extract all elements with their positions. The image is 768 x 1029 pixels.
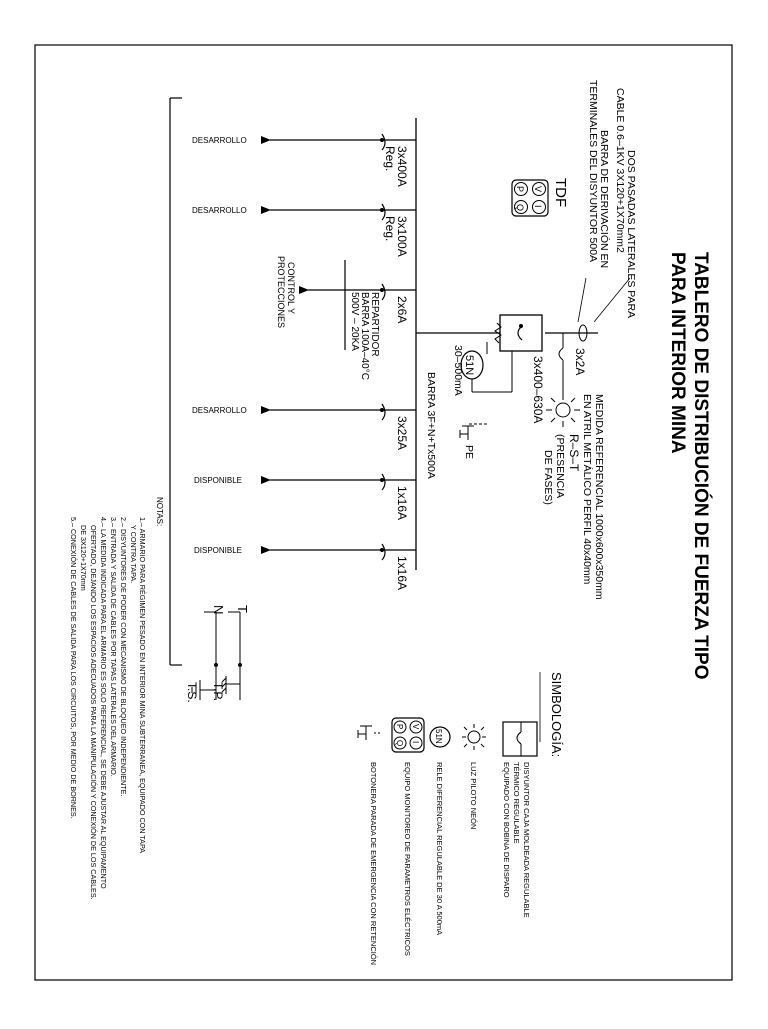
monitor-equipment-icon: V I P Q (511, 179, 549, 217)
repartidor-line3: 500V – 20KA (349, 292, 360, 351)
earth-tp-label: T.P. (211, 682, 225, 701)
circuit-3-breaker: 2x6A (395, 296, 409, 323)
pe-label: PE (463, 445, 475, 459)
circuit-2-label: DESARROLLO (192, 206, 247, 215)
emergency-stop-icon (459, 423, 487, 440)
earth-ts-label: T.S. (185, 682, 199, 703)
nota-4b: OFERTADO, DEJANDO LOS ESPACIOS ADECUADOS… (89, 525, 98, 900)
legend-breaker-line1: DISYUNTOR CAJA MOLDEADA REGULABLE (522, 762, 531, 918)
monitor-p: P (515, 186, 525, 192)
leader-cable (593, 277, 631, 323)
repartidor-line1: REPARTIDOR (369, 292, 380, 357)
title-line2: PARA INTERIOR MINA (667, 252, 688, 454)
nota-4c: DE 3X120+1X70mm (79, 525, 88, 591)
monitor-v: V (533, 186, 543, 192)
cable-line2: CABLE 0.6–1KV 3X120+1X70mm2 (614, 88, 626, 253)
leader-barra (577, 277, 587, 323)
rst-label: R–S–T (567, 434, 581, 472)
legend-monitor-text: EQUIPO MONITOREO DE PARAMETROS ELÉCTRICO… (403, 762, 412, 956)
barra-line2: TERMINALES DEL DISYUNTOR 500A (587, 80, 599, 262)
nota-4: 4.– LA MEDIDA INDICADA PARA EL ARMARIO E… (99, 517, 108, 889)
circuit-6-label: DISPONIBLE (194, 546, 242, 555)
relay-label: 51N (463, 355, 475, 375)
cable-gland-icon (578, 324, 588, 342)
notas-title: NOTAS: (155, 497, 164, 526)
sheet-border (34, 44, 733, 981)
nota-2: 2.– DISYUNTORES DE PODER CON MECANISMO D… (119, 517, 128, 796)
circuit-2-breaker: 3x100A (395, 216, 409, 257)
monitor-i: I (533, 205, 543, 208)
nota-1: 1.– ARMARIO PARA RÉGIMEN PESADO EN INTER… (138, 517, 147, 853)
pilot-breaker-label: 3x2A (573, 348, 587, 375)
circuit-3-label-line1: CONTROL Y (286, 262, 296, 314)
earth-n-label: N (211, 605, 226, 614)
legend-relay-symbol: 51N (434, 729, 443, 744)
medida-line1: MEDIDA REFERENCIAL 1000x600x350mm (593, 394, 605, 600)
main-breaker-label: 3x400–630A (531, 356, 545, 423)
circuit-6-breaker: 1x16A (395, 556, 409, 590)
legend-monitor-v: V (411, 724, 420, 730)
legend-monitor-q: Q (395, 740, 404, 746)
circuit-4 (261, 403, 416, 421)
earth-connections (191, 611, 242, 700)
legend-monitor-i: I (411, 741, 420, 743)
relay-range-label: 30–500mA (452, 345, 464, 396)
barra-label: BARRA 3F+N+Tx500A (425, 372, 437, 479)
simbologia-title: SIMBOLOGÍA: (549, 672, 564, 757)
circuit-5 (261, 473, 416, 491)
tdf-label: TDF (552, 178, 569, 207)
medida-line2: EN ATRIL METÁLICO PERFIL 40x40mm (581, 394, 594, 585)
nota-3: 3.– ENTRADA Y SALIDA DE CABLES POR TAPAS… (109, 517, 118, 777)
circuit-1-breaker: 3x400A (395, 146, 409, 187)
presencia-line1: (PRESENCIA (554, 434, 566, 498)
circuit-3 (299, 260, 416, 350)
barra-line1: BARRA DE DERIVACIÓN EN (598, 130, 611, 268)
legend-emergency-stop-icon (357, 725, 380, 740)
cable-line1: DOS PASADAS LATERALES PARA (625, 150, 637, 318)
legend-relay-icon (429, 726, 451, 748)
monitor-q: Q (515, 204, 525, 211)
pilot-lamp-icon (546, 393, 580, 427)
circuit-1 (261, 133, 416, 151)
circuit-4-breaker: 3x25A (395, 416, 409, 450)
main-breaker-icon (499, 314, 543, 352)
legend-pilot-lamp-text: LUZ PILOTO NEÓN (469, 762, 478, 829)
nota-1b: Y CONTRA TAPA. (129, 525, 138, 583)
pilot-breaker-icon (558, 347, 564, 361)
title-line1: TABLERO DE DISTRIBUCIÓN DE FUERZA TIPO (690, 252, 712, 680)
legend-relay-text: RELE DIFERENCIAL REGULABLE DE 30 A 500mA (435, 762, 444, 935)
earth-t-label: T (235, 605, 250, 613)
repartidor-line2: BARRA 100A–40°C (359, 292, 370, 380)
legend-breaker-line2: TÉRMICO REGULABLE (512, 762, 521, 844)
legend-monitor-p: P (395, 724, 404, 729)
legend-pilot-lamp-icon (462, 724, 486, 750)
differential-relay-icon (460, 322, 513, 393)
legend-emergency-stop-text: BOTONERA PARADA DE EMERGENCIA CON RETENC… (369, 762, 378, 965)
circuit-3-label-line2: PROTECCIONES (276, 256, 286, 328)
circuit-6 (261, 543, 416, 561)
circuit-5-label: DISPONIBLE (194, 476, 242, 485)
circuit-1-label: DESARROLLO (192, 136, 247, 145)
presencia-line2: DE FASES) (542, 450, 554, 505)
legend-breaker-icon (502, 721, 538, 757)
nota-5: 5.– CONEXIÓN DE CABLES DE SALIDA PARA LO… (69, 517, 78, 819)
circuit-1-reg: Reg. (383, 146, 397, 171)
circuit-5-breaker: 1x16A (395, 486, 409, 520)
circuit-2 (261, 203, 416, 221)
legend-monitor-icon: V I P Q (391, 717, 425, 753)
circuit-2-reg: Reg. (383, 216, 397, 241)
legend-breaker-line3: EQUIPADO CON BOBINA DE DISPARO (502, 762, 511, 898)
main-breaker-contact (517, 325, 523, 341)
circuit-4-label: DESARROLLO (192, 406, 247, 415)
